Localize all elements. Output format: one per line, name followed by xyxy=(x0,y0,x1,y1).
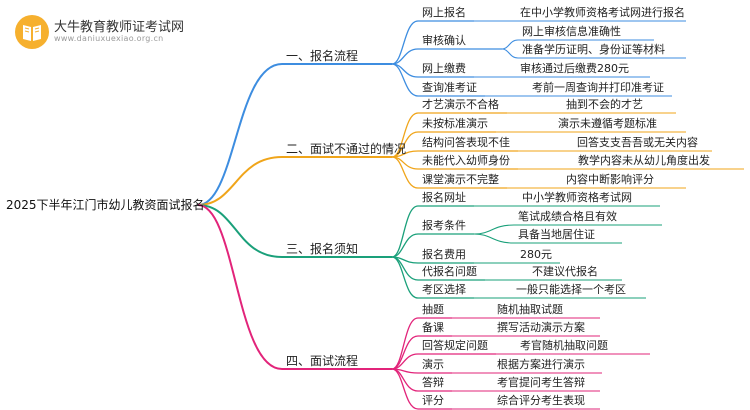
branch-node: 一、报名流程 xyxy=(286,49,359,63)
child-node: 报名费用 xyxy=(422,248,466,261)
leaf-node: 内容中断影响评分 xyxy=(566,173,654,186)
leaf-node: 网上审核信息准确性 xyxy=(522,25,621,38)
branch-node: 三、报名须知 xyxy=(286,242,359,256)
connector-line xyxy=(501,48,519,59)
leaf-node: 抽到不会的才艺 xyxy=(566,98,643,111)
leaf-node: 280元 xyxy=(520,248,552,261)
child-node: 网上缴费 xyxy=(422,62,466,75)
child-node: 网上报名 xyxy=(422,6,466,19)
child-node: 未能代入幼师身份 xyxy=(422,154,510,167)
leaf-node: 随机抽取试题 xyxy=(497,303,563,316)
child-node: 答辩 xyxy=(422,376,444,389)
child-node: 未按标准演示 xyxy=(422,117,488,130)
connector-line xyxy=(197,204,283,258)
child-node: 查询准考证 xyxy=(422,81,477,94)
connector-line xyxy=(197,156,283,206)
connector-line xyxy=(501,39,519,50)
child-node: 考区选择 xyxy=(422,283,466,296)
child-node: 审核确认 xyxy=(422,34,466,47)
child-node: 结构问答表现不佳 xyxy=(422,136,510,149)
connector-line xyxy=(391,368,419,410)
book-icon xyxy=(15,15,49,49)
leaf-node: 中小学教师资格考试网 xyxy=(522,191,632,204)
child-node: 抽题 xyxy=(422,303,444,316)
connector-line xyxy=(391,256,419,299)
leaf-node: 演示未遵循考题标准 xyxy=(558,117,657,130)
leaf-node: 准备学历证明、身份证等材料 xyxy=(522,43,665,56)
child-node: 报考条件 xyxy=(422,219,466,232)
leaf-node: 综合评分考生表现 xyxy=(497,394,585,407)
connector-line xyxy=(197,204,283,370)
root-node: 2025下半年江门市幼儿教资面试报名 xyxy=(6,198,205,212)
child-node: 课堂演示不完整 xyxy=(422,173,499,186)
brand-name: 大牛教育教师证考试网 xyxy=(54,20,185,35)
branch-node: 二、面试不通过的情况 xyxy=(286,142,407,156)
leaf-node: 审核通过后缴费280元 xyxy=(520,62,629,75)
child-node: 演示 xyxy=(422,358,444,371)
connector-line xyxy=(197,63,283,206)
connector-line xyxy=(391,233,419,258)
connector-line xyxy=(391,63,419,97)
connector-line xyxy=(391,156,419,189)
brand-url: www.daniuxuexiao.org.cn xyxy=(54,34,164,43)
connector-line xyxy=(391,20,419,65)
branch-node: 四、面试流程 xyxy=(286,354,359,368)
leaf-node: 根据方案进行演示 xyxy=(497,358,585,371)
leaf-node: 具备当地居住证 xyxy=(518,228,595,241)
leaf-node: 考官随机抽取问题 xyxy=(520,339,608,352)
connector-line xyxy=(391,48,419,65)
leaf-node: 笔试成绩合格且有效 xyxy=(518,210,617,223)
leaf-node: 教学内容未从幼儿角度出发 xyxy=(578,154,710,167)
leaf-node: 回答支支吾吾或无关内容 xyxy=(577,136,698,149)
child-node: 回答规定问题 xyxy=(422,339,488,352)
connector-line xyxy=(391,205,419,258)
child-node: 评分 xyxy=(422,394,444,407)
leaf-node: 一般只能选择一个考区 xyxy=(516,283,626,296)
leaf-node: 考官提问考生答辩 xyxy=(497,376,585,389)
child-node: 报名网址 xyxy=(422,191,466,204)
leaf-node: 考前一周查询并打印准考证 xyxy=(532,81,664,94)
leaf-node: 不建议代报名 xyxy=(532,265,598,278)
leaf-node: 在中小学教师资格考试网进行报名 xyxy=(520,6,685,19)
child-node: 备课 xyxy=(422,321,444,334)
child-node: 代报名问题 xyxy=(422,265,477,278)
child-node: 才艺演示不合格 xyxy=(422,98,499,111)
connector-line xyxy=(473,224,515,235)
leaf-node: 撰写活动演示方案 xyxy=(497,321,585,334)
connector-line xyxy=(473,233,515,244)
